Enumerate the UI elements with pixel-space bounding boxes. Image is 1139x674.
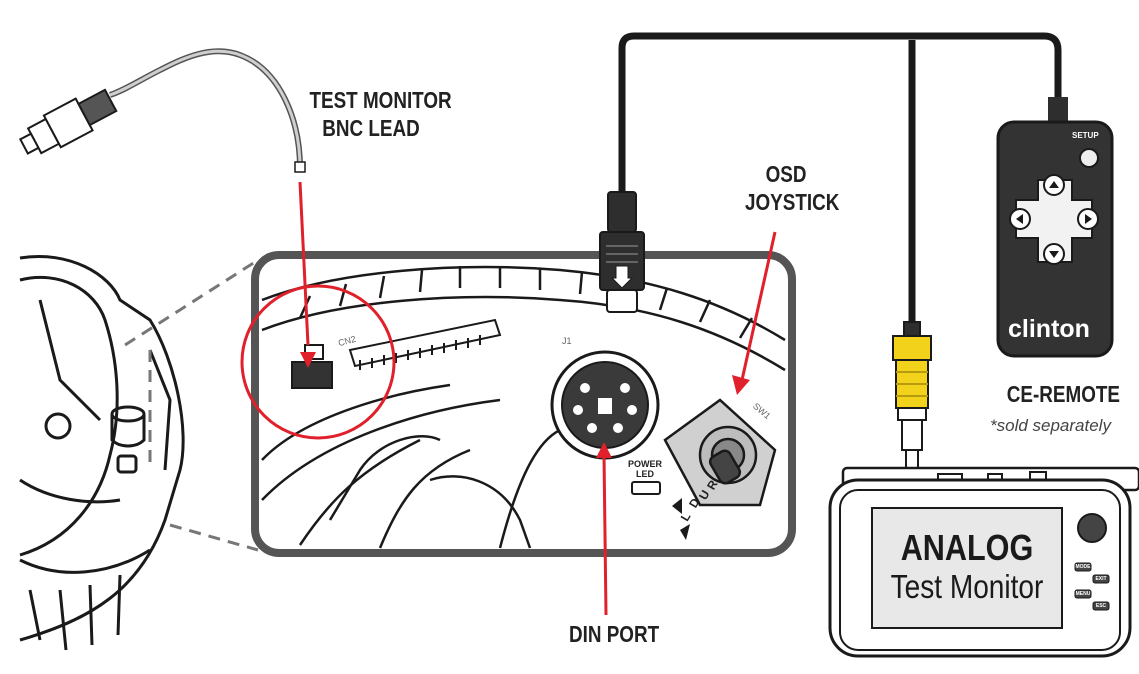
din-port-label: DIN PORT [569, 621, 660, 647]
sold-separately-note: *sold separately [990, 416, 1111, 435]
camera-housing [19, 255, 185, 651]
din-port [550, 350, 660, 460]
j1-silkscreen: J1 [562, 336, 572, 346]
din-port-arrow [602, 454, 608, 616]
ce-remote-label: CE-REMOTE [1006, 381, 1120, 407]
cn2-highlight-circle [240, 284, 396, 440]
setup-button-label: SETUP [1072, 131, 1099, 140]
bnc-connector-yellow [892, 321, 932, 479]
bnc-lead-label-line1: TEST MONITOR [309, 87, 452, 113]
power-led [631, 481, 661, 495]
osd-joystick-label: OSD JOYSTICK [745, 160, 840, 216]
power-led-label: POWER LED [620, 459, 670, 479]
cn2-connector [291, 318, 502, 389]
monitor-exit-button[interactable]: EXIT [1095, 576, 1107, 582]
setup-button[interactable] [1079, 148, 1099, 168]
osd-joystick-label-line1: OSD [765, 161, 807, 187]
monitor-mode-button[interactable]: MODE [1075, 564, 1091, 570]
bnc-lead-arrow [298, 181, 310, 346]
power-led-label-line1: POWER [627, 459, 662, 469]
bnc-lead-label: TEST MONITOR BNC LEAD [309, 86, 452, 142]
joystick-direction-arrows [672, 498, 690, 540]
zoom-frame [251, 251, 796, 557]
zoom-lines [124, 260, 259, 552]
joystick-arrow [740, 231, 777, 381]
monitor-title-line1: ANALOG [900, 527, 1034, 568]
bnc-lead [18, 48, 306, 173]
remote-arrow-buttons [1009, 174, 1099, 265]
red-callouts [240, 181, 777, 616]
test-monitor [828, 466, 1139, 658]
monitor-title-line2: Test Monitor [890, 568, 1044, 605]
monitor-esc-button[interactable]: ESC [1095, 603, 1107, 609]
bnc-lead-label-line2: BNC LEAD [322, 115, 420, 141]
osd-joystick-label-line2: JOYSTICK [745, 189, 840, 215]
remote-brand-logo: clinton [1008, 315, 1090, 343]
remote-plug [1048, 97, 1068, 123]
remote-dpad [1015, 179, 1093, 263]
power-led-label-line2: LED [636, 469, 654, 479]
cables [618, 32, 1062, 325]
din-plug [599, 191, 645, 313]
osd-joystick-part [663, 398, 777, 507]
monitor-menu-button[interactable]: MENU [1075, 591, 1091, 597]
red-arrowheads [300, 352, 750, 458]
